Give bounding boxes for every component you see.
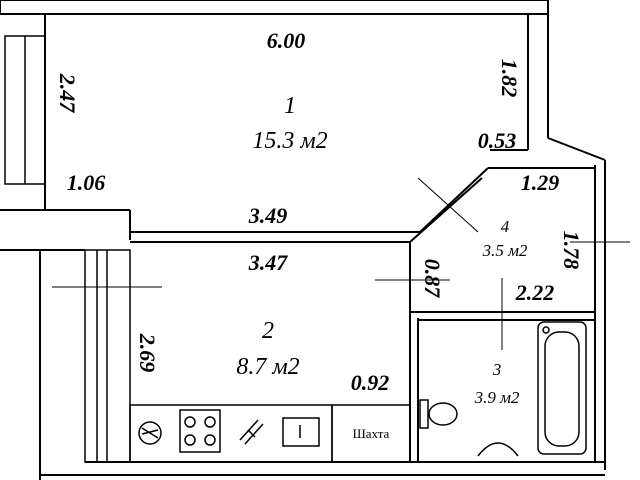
room-1-number: 1 (284, 93, 296, 119)
dim-hall-left: 0.87 (420, 259, 445, 299)
room-2-number: 2 (262, 318, 274, 344)
dim-hall-bottom: 2.22 (515, 280, 555, 305)
room-3-number: 3 (492, 360, 502, 379)
sink-icon (282, 417, 320, 447)
kitchen-counter (129, 404, 411, 463)
stove-icon (179, 409, 221, 453)
room-4-area: 3.5 м2 (482, 241, 528, 260)
shaft-label: Шахта (353, 426, 390, 441)
dim-hall-right: 1.78 (559, 231, 584, 270)
toilet-icon (419, 399, 458, 429)
dim-left-offset: 1.06 (67, 170, 106, 195)
room-3-area: 3.9 м2 (474, 388, 520, 407)
dim-right-wall: 1.82 (497, 59, 522, 98)
window-left-top (4, 35, 46, 185)
washer-icon (138, 421, 162, 445)
dim-hall-top: 1.29 (521, 170, 560, 195)
dim-step: 0.53 (478, 128, 517, 153)
reference-lines (52, 177, 630, 350)
bathtub-icon (537, 321, 587, 455)
window-left-bottom (84, 249, 131, 463)
room-4-number: 4 (501, 217, 510, 236)
room-1-area: 15.3 м2 (252, 128, 327, 154)
bathroom-fixtures (419, 321, 587, 457)
sink-bath-icon (477, 442, 519, 457)
dim-room2-right: 0.92 (351, 370, 390, 395)
dim-room1-bottom: 3.49 (248, 203, 288, 228)
dim-room2-top: 3.47 (248, 250, 289, 275)
dim-room2-left: 2.69 (135, 333, 160, 373)
dim-top-width: 6.00 (267, 28, 306, 53)
dim-left-wall: 2.47 (55, 73, 80, 114)
cutting-board-icon (239, 419, 264, 445)
room-2-area: 8.7 м2 (236, 354, 299, 380)
